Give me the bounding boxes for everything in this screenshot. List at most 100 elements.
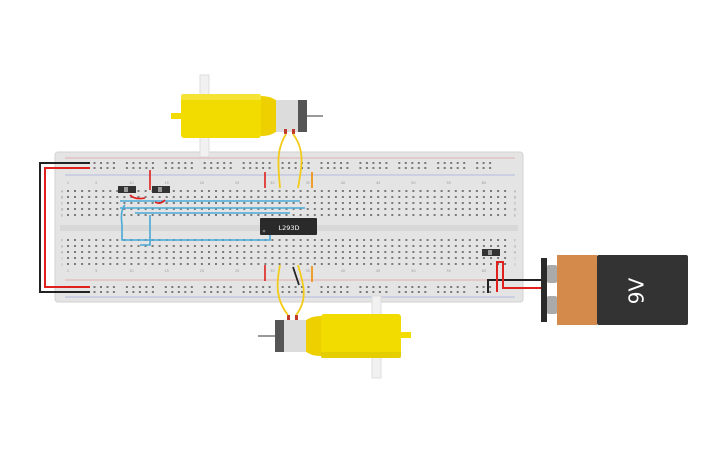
hole	[384, 251, 387, 253]
hole	[327, 263, 330, 265]
hole	[151, 257, 154, 259]
hole	[236, 214, 239, 216]
hole	[222, 196, 225, 198]
hole	[372, 167, 375, 169]
hole	[229, 162, 232, 164]
hole	[433, 196, 436, 198]
column-number: 15	[164, 181, 168, 185]
hole	[405, 251, 408, 253]
hole	[454, 257, 457, 259]
chip-label: L293D	[278, 224, 299, 232]
hole	[158, 208, 161, 210]
battery-9v[interactable]: 9V	[541, 255, 688, 325]
slide-switch-2[interactable]	[152, 186, 170, 193]
hole	[288, 167, 291, 169]
slide-switch-1[interactable]	[118, 186, 136, 193]
hole	[177, 291, 180, 293]
hole	[74, 239, 76, 241]
hole	[356, 190, 359, 192]
hole	[349, 214, 351, 216]
hole	[292, 214, 295, 216]
hole	[193, 263, 196, 265]
hole	[349, 251, 351, 253]
hole	[384, 257, 387, 259]
hole	[285, 251, 288, 253]
hole	[171, 286, 174, 288]
dc-motor-top[interactable]	[171, 74, 323, 158]
hole	[450, 162, 453, 164]
hole	[67, 190, 69, 192]
hole	[288, 286, 291, 288]
hole	[138, 286, 141, 288]
hole	[264, 263, 267, 265]
hole	[412, 208, 415, 210]
hole	[412, 214, 415, 216]
hole	[341, 208, 344, 210]
hole	[412, 202, 415, 204]
hole	[378, 291, 381, 293]
hole	[468, 239, 471, 241]
dc-motor-bottom[interactable]	[258, 295, 411, 379]
hole	[190, 291, 193, 293]
hole	[398, 245, 401, 247]
hole	[271, 239, 274, 241]
hole	[398, 190, 401, 192]
hole	[306, 208, 309, 210]
hole	[123, 202, 126, 204]
hole	[454, 202, 457, 204]
hole	[255, 167, 258, 169]
hole	[417, 162, 420, 164]
hole	[363, 239, 366, 241]
hole	[88, 245, 91, 247]
hole	[461, 257, 464, 259]
hole	[236, 208, 239, 210]
hole	[186, 196, 189, 198]
hole	[391, 257, 394, 259]
hole	[463, 167, 466, 169]
l293d-chip[interactable]: L293D	[260, 218, 317, 235]
hole	[250, 208, 253, 210]
hole	[210, 286, 213, 288]
hole	[165, 208, 168, 210]
hole	[475, 239, 478, 241]
row-letter: G	[514, 245, 517, 249]
hole	[285, 202, 288, 204]
hole	[151, 196, 154, 198]
hole	[116, 214, 119, 216]
hole	[281, 286, 284, 288]
hole	[372, 291, 375, 293]
hole	[294, 291, 297, 293]
hole	[349, 208, 351, 210]
hole	[447, 202, 450, 204]
hole	[447, 239, 450, 241]
hole	[313, 214, 316, 216]
column-number: 10	[129, 269, 133, 273]
hole	[93, 291, 96, 293]
hole	[363, 257, 366, 259]
hole	[95, 208, 98, 210]
hole	[200, 263, 203, 265]
hole	[137, 208, 140, 210]
hole	[417, 167, 420, 169]
hole	[497, 239, 500, 241]
hole	[468, 196, 471, 198]
hole	[346, 291, 349, 293]
hole	[463, 162, 466, 164]
hole	[356, 263, 359, 265]
hole	[327, 190, 330, 192]
hole	[236, 251, 239, 253]
hole	[426, 245, 429, 247]
hole	[327, 214, 330, 216]
hole	[95, 202, 98, 204]
hole	[490, 196, 492, 198]
hole	[109, 251, 112, 253]
column-number: 1	[67, 269, 69, 273]
column-number: 15	[164, 269, 168, 273]
hole	[116, 263, 119, 265]
slide-switch-3[interactable]	[482, 249, 500, 256]
hole	[447, 190, 450, 192]
hole	[257, 245, 260, 247]
left-power-wires	[39, 162, 90, 293]
hole	[250, 196, 253, 198]
hole	[106, 162, 109, 164]
